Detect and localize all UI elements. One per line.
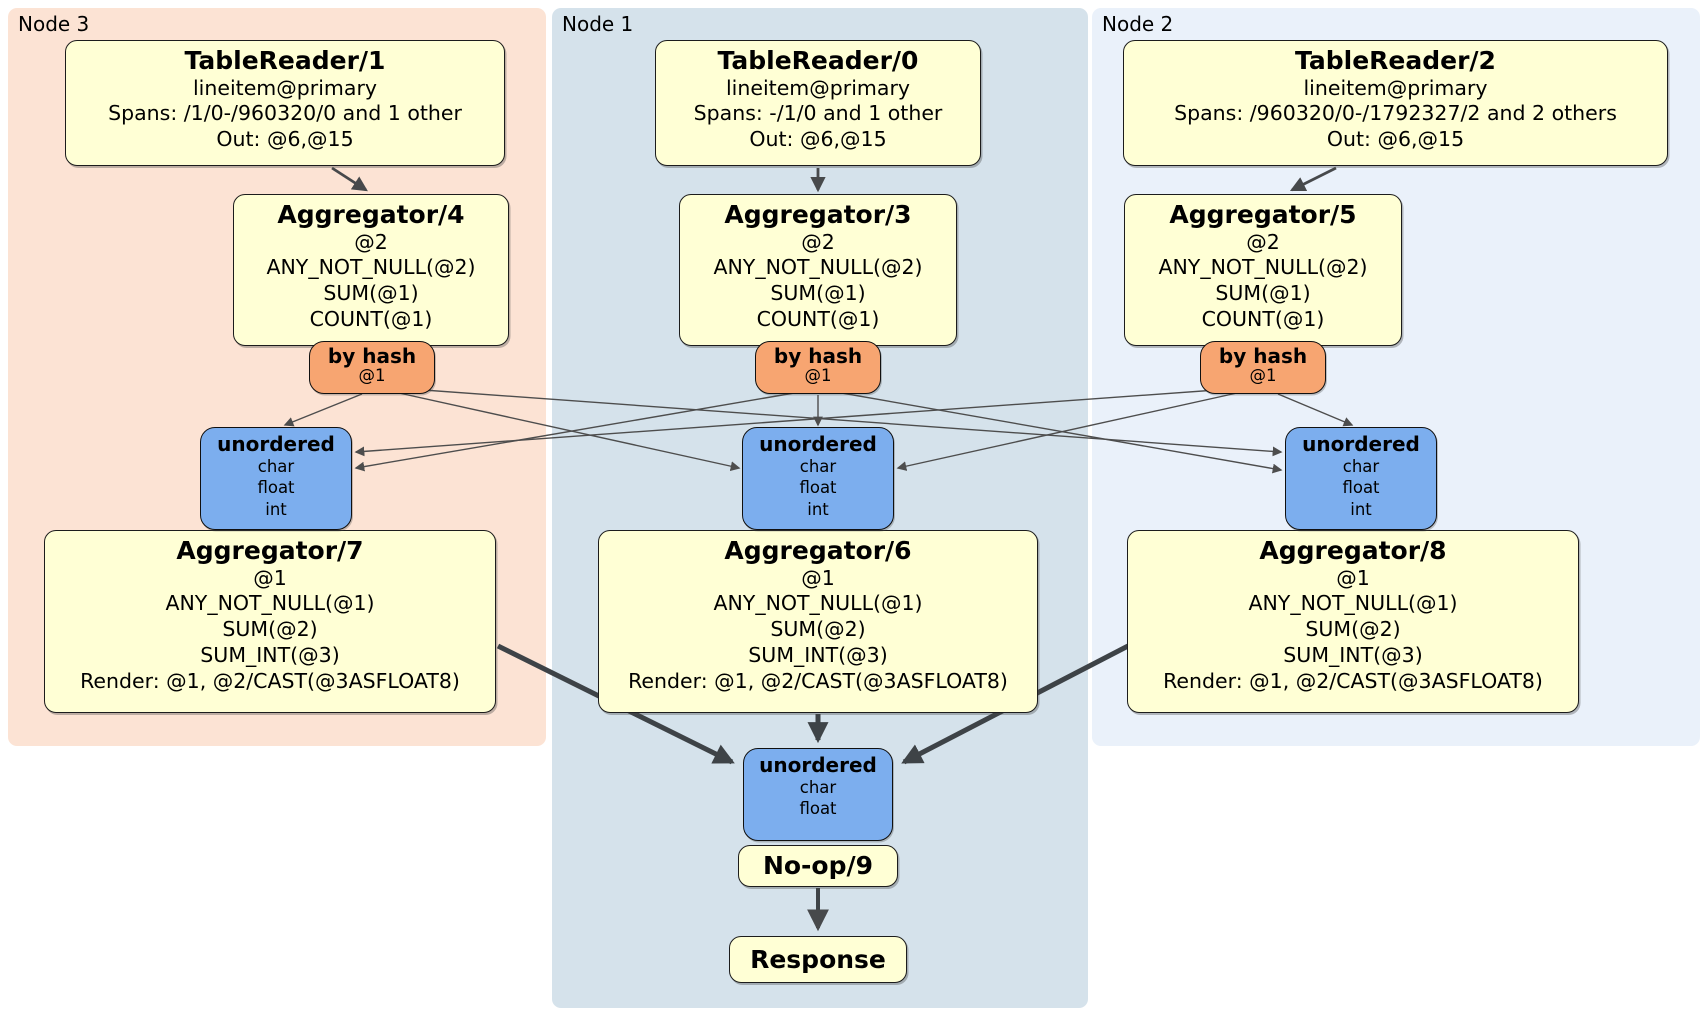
tablereader-1-box: TableReader/1 lineitem@primary Spans: /1… — [65, 40, 505, 166]
box-line: COUNT(@1) — [1201, 306, 1325, 331]
box-line: lineitem@primary — [192, 75, 378, 100]
box-line: SUM(@2) — [770, 617, 866, 642]
box-title: Response — [750, 944, 886, 974]
sync-title: unordered — [759, 432, 877, 456]
box-line: SUM(@1) — [1215, 281, 1311, 306]
router-line: @1 — [804, 366, 832, 386]
aggregator-3-box: Aggregator/3 @2 ANY_NOT_NULL(@2) SUM(@1)… — [679, 194, 957, 346]
box-line: Out: @6,@15 — [216, 127, 354, 152]
box-line: @1 — [253, 565, 287, 590]
box-title: Aggregator/4 — [277, 200, 465, 229]
box-line: SUM_INT(@3) — [200, 642, 340, 667]
sync-title: unordered — [217, 432, 335, 456]
sync-line: float — [257, 478, 295, 498]
box-title: No-op/9 — [762, 851, 874, 881]
box-title: TableReader/0 — [717, 46, 919, 75]
box-line: Render: @1, @2/CAST(@3ASFLOAT8) — [80, 668, 460, 693]
sync-line: float — [799, 478, 837, 498]
sync-line: char — [1342, 457, 1380, 476]
sync-line: char — [799, 778, 837, 797]
box-line: lineitem@primary — [725, 75, 911, 100]
node-2-label: Node 2 — [1102, 12, 1174, 36]
router-title: by hash — [1218, 344, 1308, 368]
sync-line: int — [265, 499, 287, 519]
sync-title: unordered — [759, 753, 877, 777]
box-title: Aggregator/5 — [1169, 200, 1357, 229]
sync-line: char — [799, 457, 837, 476]
router-line: @1 — [1249, 366, 1277, 386]
box-line: Render: @1, @2/CAST(@3ASFLOAT8) — [1163, 668, 1543, 693]
unordered-sync-node1: unordered char float int — [742, 427, 894, 530]
box-line: @1 — [1336, 565, 1370, 590]
sync-line: int — [807, 499, 829, 519]
sync-title: unordered — [1302, 432, 1420, 456]
box-title: TableReader/2 — [1295, 46, 1496, 75]
sync-line: float — [1342, 478, 1380, 498]
box-line: ANY_NOT_NULL(@2) — [713, 255, 923, 280]
box-line: @2 — [1246, 229, 1280, 254]
box-title: Aggregator/6 — [724, 536, 912, 565]
aggregator-5-box: Aggregator/5 @2 ANY_NOT_NULL(@2) SUM(@1)… — [1124, 194, 1402, 346]
node-1-label: Node 1 — [562, 12, 634, 36]
box-line: COUNT(@1) — [756, 306, 880, 331]
sync-line: char — [257, 457, 295, 476]
box-line: Spans: /960320/0-/1792327/2 and 2 others — [1174, 101, 1617, 126]
by-hash-router-node2: by hash @1 — [1200, 341, 1326, 394]
box-line: lineitem@primary — [1303, 75, 1488, 100]
noop-9-box: No-op/9 — [738, 845, 898, 887]
unordered-sync-final: unordered char float — [743, 748, 893, 841]
by-hash-router-node1: by hash @1 — [755, 341, 881, 394]
box-line: Render: @1, @2/CAST(@3ASFLOAT8) — [628, 668, 1008, 693]
aggregator-4-box: Aggregator/4 @2 ANY_NOT_NULL(@2) SUM(@1)… — [233, 194, 509, 346]
box-line: SUM(@2) — [1305, 617, 1401, 642]
box-line: SUM_INT(@3) — [748, 642, 888, 667]
box-line: @1 — [801, 565, 835, 590]
aggregator-8-box: Aggregator/8 @1 ANY_NOT_NULL(@1) SUM(@2)… — [1127, 530, 1579, 713]
tablereader-2-box: TableReader/2 lineitem@primary Spans: /9… — [1123, 40, 1668, 166]
box-line: ANY_NOT_NULL(@1) — [713, 591, 923, 616]
box-line: COUNT(@1) — [309, 306, 433, 331]
box-line: SUM(@1) — [770, 281, 866, 306]
box-title: Aggregator/3 — [724, 200, 912, 229]
aggregator-6-box: Aggregator/6 @1 ANY_NOT_NULL(@1) SUM(@2)… — [598, 530, 1038, 713]
unordered-sync-node3: unordered char float int — [200, 427, 352, 530]
box-line: SUM(@2) — [222, 617, 318, 642]
box-line: @2 — [801, 229, 835, 254]
box-line: Out: @6,@15 — [749, 127, 887, 152]
unordered-sync-node2: unordered char float int — [1285, 427, 1437, 530]
box-title: TableReader/1 — [184, 46, 386, 75]
aggregator-7-box: Aggregator/7 @1 ANY_NOT_NULL(@1) SUM(@2)… — [44, 530, 496, 713]
router-title: by hash — [773, 344, 863, 368]
box-title: Aggregator/8 — [1259, 536, 1447, 565]
box-line: ANY_NOT_NULL(@1) — [1248, 591, 1458, 616]
by-hash-router-node3: by hash @1 — [309, 341, 435, 394]
box-line: ANY_NOT_NULL(@1) — [165, 591, 375, 616]
box-line: SUM_INT(@3) — [1283, 642, 1423, 667]
box-line: @2 — [354, 229, 388, 254]
tablereader-0-box: TableReader/0 lineitem@primary Spans: -/… — [655, 40, 981, 166]
box-line: Out: @6,@15 — [1326, 127, 1465, 152]
box-line: Spans: /1/0-/960320/0 and 1 other — [108, 101, 462, 126]
box-line: Spans: -/1/0 and 1 other — [693, 101, 943, 126]
box-line: ANY_NOT_NULL(@2) — [266, 255, 476, 280]
box-line: ANY_NOT_NULL(@2) — [1158, 255, 1368, 280]
response-box: Response — [729, 936, 907, 983]
sync-line: float — [799, 799, 837, 819]
box-line: SUM(@1) — [323, 281, 419, 306]
box-title: Aggregator/7 — [176, 536, 364, 565]
router-line: @1 — [358, 366, 386, 386]
sync-line: int — [1350, 499, 1372, 519]
node-3-label: Node 3 — [18, 12, 90, 36]
router-title: by hash — [327, 344, 417, 368]
